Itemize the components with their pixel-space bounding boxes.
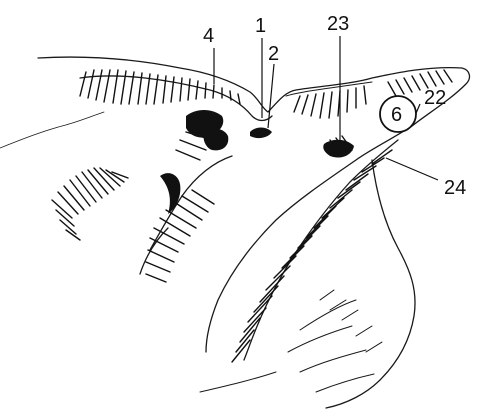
hatch-top-band — [80, 70, 240, 104]
hatch-middle-column — [146, 124, 218, 282]
lower-mass-inner-contour — [288, 300, 374, 392]
middle-column-contour — [140, 156, 232, 274]
leader-24 — [386, 158, 438, 180]
label-22: 22 — [424, 87, 446, 109]
label-2: 2 — [268, 43, 279, 65]
label-6: 6 — [391, 104, 402, 126]
fill-foramen-2 — [250, 128, 272, 139]
leader-2 — [268, 64, 274, 128]
fill-foramen-23 — [323, 140, 354, 158]
left-base-line — [0, 112, 104, 148]
inner-ridge-contour — [80, 76, 272, 121]
label-4: 4 — [203, 25, 214, 47]
hatch-lower-mass — [320, 290, 382, 352]
fill-left-crescent — [160, 173, 180, 214]
pterygoid-plate-inner-contour — [244, 140, 398, 360]
label-1: 1 — [255, 15, 266, 37]
label-24: 24 — [444, 177, 466, 199]
hatch-left-fan — [52, 168, 128, 240]
bottom-line — [200, 372, 276, 392]
fill-upper-left-socket-2 — [203, 129, 228, 151]
label-23: 23 — [327, 13, 349, 35]
dark-fills — [160, 110, 354, 214]
